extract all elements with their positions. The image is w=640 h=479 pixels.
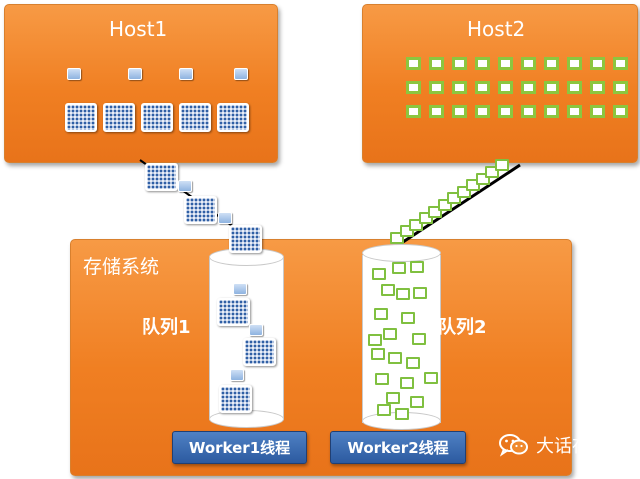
- worker2-button[interactable]: Worker2线程: [330, 431, 466, 464]
- queue2-data-block: [401, 312, 415, 324]
- host2-data-block: [521, 105, 536, 118]
- stream-block: [145, 163, 178, 191]
- queue2-data-block: [371, 348, 385, 360]
- queue1-label: 队列1: [142, 317, 191, 338]
- host1-small-block: [179, 68, 193, 80]
- host2-title: Host2: [467, 17, 526, 41]
- host2-data-block: [429, 81, 444, 94]
- stream-green-block: [494, 159, 509, 172]
- host2-data-block: [613, 105, 628, 118]
- host2-data-block: [498, 105, 513, 118]
- host2-data-block: [544, 81, 559, 94]
- queue2-data-block: [383, 328, 397, 340]
- host1-data-block: [103, 103, 135, 132]
- queue2-label: 队列2: [438, 317, 487, 338]
- host1-data-block: [217, 103, 249, 132]
- queue1-data-block: [217, 298, 250, 326]
- queue2-data-block: [381, 284, 395, 296]
- queue2-data-block: [400, 377, 414, 389]
- queue2-data-block: [388, 352, 402, 364]
- queue2-data-block: [396, 288, 410, 300]
- queue2-data-block: [412, 333, 426, 345]
- queue1-small-block: [230, 369, 244, 381]
- queue2-data-block: [374, 308, 388, 320]
- queue2-data-block: [377, 404, 391, 416]
- queue2-data-block: [413, 287, 427, 299]
- storage-title: 存储系统: [83, 256, 160, 278]
- host2-data-block: [452, 105, 467, 118]
- host1-data-block: [65, 103, 97, 132]
- host2-data-block: [590, 57, 605, 70]
- host2-data-block: [498, 81, 513, 94]
- host2-data-block: [475, 81, 490, 94]
- host2-data-block: [406, 57, 421, 70]
- host2-data-block: [567, 105, 582, 118]
- host2-data-block: [452, 57, 467, 70]
- host2-data-block: [452, 81, 467, 94]
- host2-data-block: [521, 81, 536, 94]
- storage-panel: 存储系统: [70, 239, 572, 476]
- host2-data-block: [544, 105, 559, 118]
- queue2-data-block: [386, 392, 400, 404]
- host2-data-block: [567, 81, 582, 94]
- host2-data-block: [406, 81, 421, 94]
- host2-data-block: [590, 81, 605, 94]
- queue2-data-block: [410, 396, 424, 408]
- stream-block: [184, 196, 217, 224]
- host1-panel: Host1: [4, 4, 278, 163]
- host2-data-block: [590, 105, 605, 118]
- host1-data-block: [141, 103, 173, 132]
- queue1-data-block: [219, 385, 252, 413]
- host2-panel: Host2: [362, 4, 638, 163]
- queue2-data-block: [406, 357, 420, 369]
- host2-data-block: [521, 57, 536, 70]
- host1-data-block: [179, 103, 211, 132]
- host2-data-block: [544, 57, 559, 70]
- stream-small-block: [178, 180, 192, 192]
- worker1-button[interactable]: Worker1线程: [172, 431, 307, 464]
- queue2-data-block: [424, 372, 438, 384]
- watermark-text: 大话存储: [536, 436, 608, 457]
- queue2-data-block: [368, 334, 382, 346]
- queue2-data-block: [375, 373, 389, 385]
- queue2-cylinder-top: [362, 244, 441, 262]
- host2-data-block: [475, 105, 490, 118]
- host2-data-block: [567, 57, 582, 70]
- queue2-data-block: [410, 261, 424, 273]
- host1-small-block: [128, 68, 142, 80]
- watermark: 大话存储: [498, 432, 608, 458]
- host1-small-block: [234, 68, 248, 80]
- queue1-small-block: [233, 283, 247, 295]
- stream-small-block: [218, 212, 232, 224]
- host1-small-block: [67, 68, 81, 80]
- host2-data-block: [613, 81, 628, 94]
- host2-data-block: [429, 105, 444, 118]
- queue2-data-block: [392, 262, 406, 274]
- queue2-data-block: [395, 408, 409, 420]
- queue2-data-block: [372, 268, 386, 280]
- host2-data-block: [613, 57, 628, 70]
- host1-title: Host1: [109, 17, 168, 41]
- host2-data-block: [406, 105, 421, 118]
- stream-block: [229, 225, 262, 253]
- wechat-icon: [499, 434, 528, 457]
- host2-data-block: [429, 57, 444, 70]
- queue1-small-block: [249, 324, 263, 336]
- host2-data-block: [475, 57, 490, 70]
- host2-data-block: [498, 57, 513, 70]
- queue1-data-block: [243, 338, 276, 366]
